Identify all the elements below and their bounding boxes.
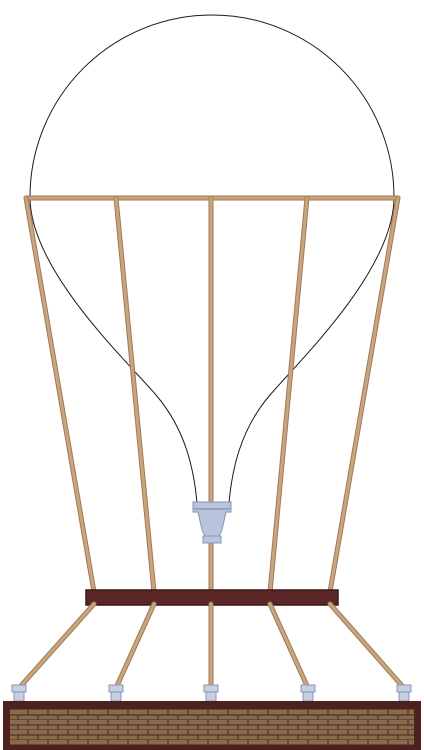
upper-rope	[328, 196, 400, 594]
hook-cap	[108, 684, 124, 693]
hook-cap	[396, 684, 412, 693]
basket-hook	[11, 684, 27, 702]
basket-hook	[108, 684, 124, 702]
upper-rope	[24, 196, 96, 594]
burner-nozzle	[202, 535, 222, 544]
hook-stem	[302, 691, 314, 702]
basket-brick-panel	[10, 709, 414, 745]
hook-stem	[398, 691, 410, 702]
lower-rope	[17, 602, 96, 690]
hook-stem	[13, 691, 25, 702]
basket-hook	[203, 684, 219, 702]
lower-rope	[328, 602, 406, 690]
upper-rope	[268, 196, 309, 594]
basket-hooks	[11, 684, 412, 702]
hook-cap	[300, 684, 316, 693]
lower-rope	[268, 602, 310, 690]
basket	[3, 701, 421, 750]
basket-hook	[396, 684, 412, 702]
burner-body	[192, 501, 232, 537]
hook-stem	[110, 691, 122, 702]
basket-hook	[300, 684, 316, 702]
balloon-envelope	[29, 14, 395, 504]
upper-ropes	[23, 195, 401, 595]
lower-rope	[114, 602, 156, 690]
burner	[192, 501, 232, 544]
upper-rope	[114, 196, 156, 594]
hook-cap	[11, 684, 27, 693]
hook-cap	[203, 684, 219, 693]
hook-stem	[205, 691, 217, 702]
lower-ropes	[16, 601, 407, 691]
